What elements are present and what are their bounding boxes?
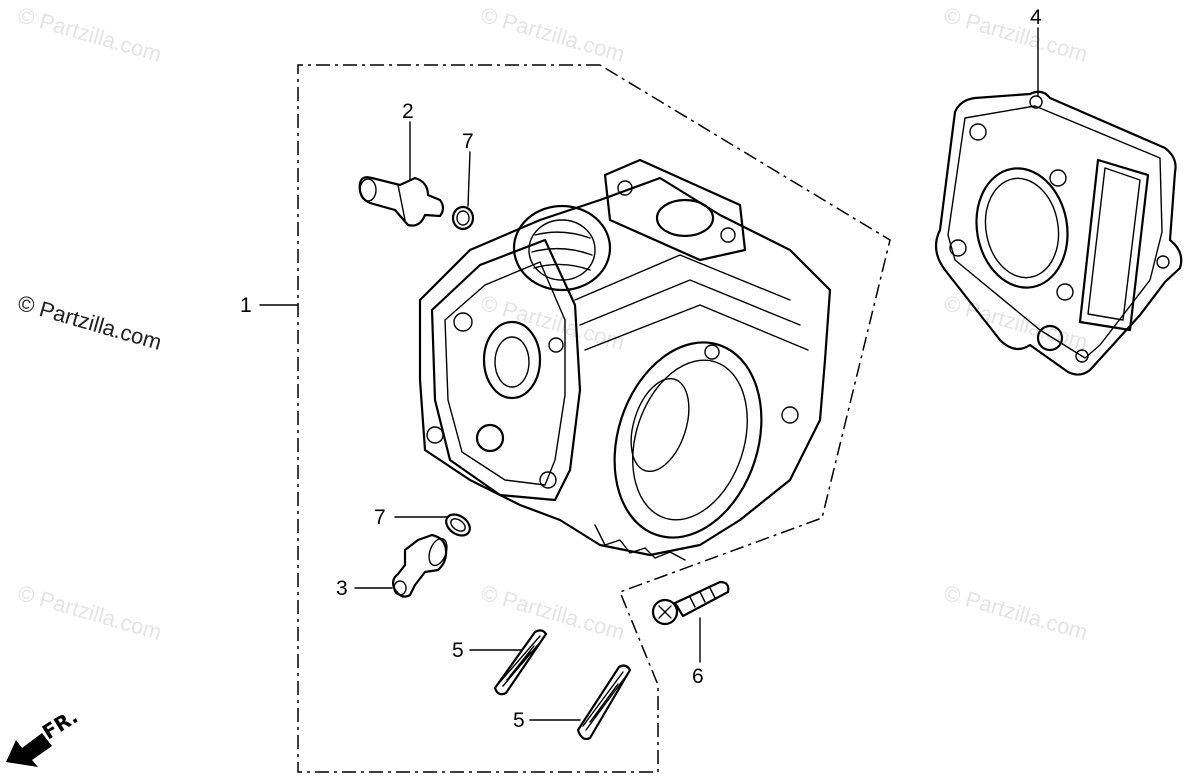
front-arrow-icon xyxy=(6,733,52,767)
callout-6[interactable]: 6 xyxy=(692,665,704,688)
callout-1[interactable]: 1 xyxy=(240,294,252,317)
callout-5-lower[interactable]: 5 xyxy=(513,709,525,732)
front-direction-marker: FR. xyxy=(6,704,82,767)
part-7-oring-upper xyxy=(451,205,475,231)
part-5-stud-upper xyxy=(493,629,548,696)
part-6-bolt xyxy=(651,580,730,626)
callout-2[interactable]: 2 xyxy=(402,100,414,123)
callout-7-lower[interactable]: 7 xyxy=(374,506,386,529)
cylinder-head xyxy=(418,158,832,561)
part-3-fitting xyxy=(391,533,448,598)
part-7-oring-lower xyxy=(445,513,471,537)
callout-3[interactable]: 3 xyxy=(336,577,348,600)
callout-5-upper[interactable]: 5 xyxy=(452,639,464,662)
assembly-boundary xyxy=(297,64,891,773)
part-5-stud-lower xyxy=(576,664,632,741)
callout-7-upper[interactable]: 7 xyxy=(462,130,474,153)
leader-lines xyxy=(259,27,1039,721)
callout-4[interactable]: 4 xyxy=(1030,6,1042,29)
part-2-fitting xyxy=(358,176,445,227)
part-4-gasket xyxy=(934,90,1183,376)
